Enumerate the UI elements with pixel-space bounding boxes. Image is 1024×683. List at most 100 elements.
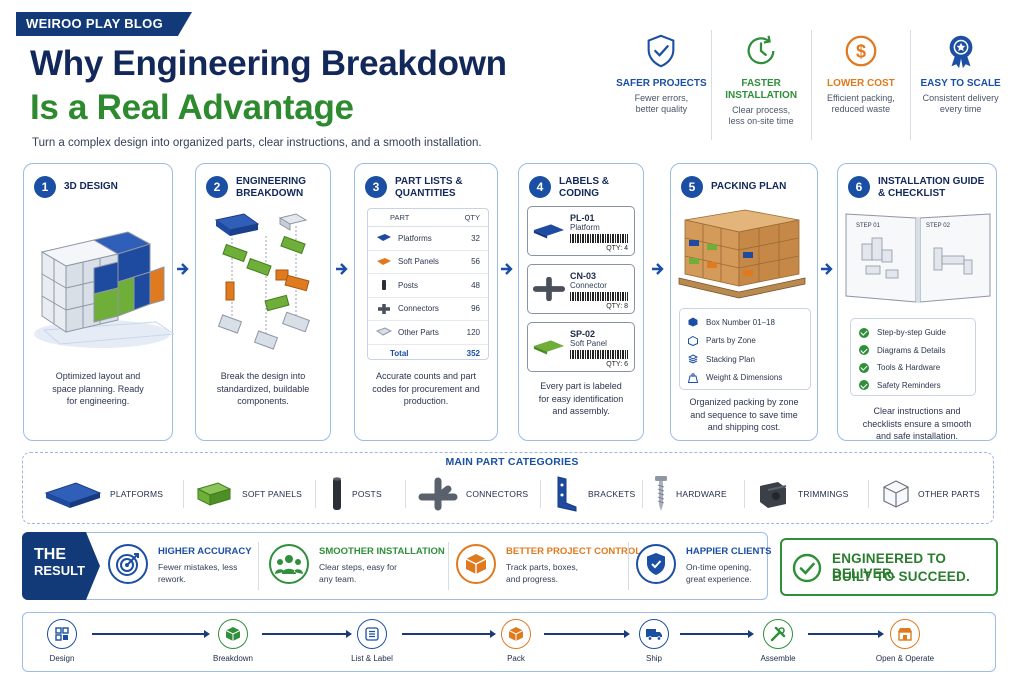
check-circle-icon	[859, 327, 869, 338]
category-trimmings: TRIMMINGS	[756, 474, 848, 514]
part-name: Connectors	[398, 304, 439, 314]
category-posts: POSTS	[330, 474, 382, 514]
list-item: Weight & Dimensions	[688, 369, 802, 388]
step-installation-guide: 6 INSTALLATION GUIDE & CHECKLIST STEP 01…	[837, 163, 997, 441]
cube-icon	[218, 619, 248, 649]
part-name: Posts	[398, 280, 419, 290]
bracket-icon	[557, 476, 577, 512]
tools-icon	[763, 619, 793, 649]
column-header-qty: QTY	[464, 213, 480, 222]
divider	[183, 480, 184, 508]
table-header: PART QTY	[368, 209, 488, 227]
step-number: 5	[681, 176, 703, 198]
result-desc: Clear steps, easy for any team.	[319, 562, 397, 584]
divider	[642, 480, 643, 508]
label-name: Platform	[570, 223, 600, 232]
post-icon	[382, 280, 386, 291]
result-tag: THE RESULT	[22, 532, 100, 600]
label-code: SP-02	[570, 329, 596, 339]
list-item: Safety Reminders	[859, 377, 967, 395]
dollar-coin-icon: $	[845, 35, 877, 67]
platform-icon	[533, 224, 565, 239]
list-item: Parts by Zone	[688, 332, 802, 351]
table-row: Connectors 96	[368, 298, 488, 321]
connector-icon	[378, 303, 390, 314]
open-manual-illustration	[845, 213, 991, 303]
divider	[405, 480, 406, 508]
check-circle-icon	[792, 553, 822, 583]
benefit-easy-to-scale: EASY TO SCALE Consistent delivery every …	[910, 30, 1010, 140]
result-tag-line2: RESULT	[34, 563, 86, 578]
result-tag-line1: THE	[34, 546, 66, 563]
step-packing-plan: 5 PACKING PLAN Box Number 01–18 Parts by…	[670, 163, 818, 441]
part-qty: 32	[471, 233, 480, 243]
part-qty: 120	[466, 327, 480, 337]
divider	[540, 480, 541, 508]
step-title: 3D DESIGN	[64, 181, 118, 192]
truck-icon	[639, 619, 669, 649]
benefit-title: LOWER COST	[826, 78, 895, 89]
flow-step-label: Design	[49, 654, 75, 663]
grid-icon	[47, 619, 77, 649]
connector-icon	[532, 277, 566, 301]
label-qty: QTY: 6	[606, 361, 628, 368]
step-title: INSTALLATION GUIDE & CHECKLIST	[878, 176, 985, 199]
barcode	[570, 292, 628, 301]
result-smoother-installation: SMOOTHER INSTALLATION Clear steps, easy …	[269, 540, 447, 592]
manual-page1-label: STEP 01	[856, 223, 880, 229]
slogan-line2: BUILT TO SUCCEED.	[832, 569, 970, 584]
total-value: 352	[466, 348, 480, 358]
divider	[628, 542, 629, 590]
result-title: BETTER PROJECT CONTROL	[506, 546, 642, 557]
label-qty: QTY: 8	[606, 303, 628, 310]
benefit-desc: Consistent delivery every time	[922, 93, 999, 114]
label-name: Soft Panel	[570, 339, 607, 348]
label-card: SP-02 Soft Panel QTY: 6	[527, 322, 635, 372]
page-title-line1: Why Engineering Breakdown	[30, 44, 507, 83]
packing-item-label: Parts by Zone	[706, 336, 756, 346]
page-subtitle: Turn a complex design into organized par…	[32, 137, 482, 149]
step-description: Organized packing by zone and sequence t…	[689, 397, 799, 432]
flow-step-label: List & Label	[351, 654, 393, 663]
weight-icon	[688, 373, 698, 383]
category-platforms: PLATFORMS	[44, 474, 163, 514]
team-icon	[269, 544, 309, 584]
installation-checklist: Step-by-step Guide Diagrams & Details To…	[850, 318, 976, 396]
check-circle-icon	[859, 362, 869, 373]
connector-icon	[418, 477, 458, 511]
step-number: 2	[206, 176, 228, 198]
benefit-faster-installation: FASTER INSTALLATION Clear process, less …	[710, 30, 811, 140]
flow-step-ship: Ship	[609, 619, 699, 663]
result-desc: Track parts, boxes, and progress.	[506, 562, 578, 584]
arrow-right-icon	[501, 263, 513, 275]
clock-refresh-icon	[747, 35, 775, 65]
step-labels-coding: 4 LABELS & CODING PL-01 Platform QTY: 4 …	[518, 163, 644, 441]
soft-panel-icon	[377, 257, 391, 265]
category-label: BRACKETS	[588, 489, 636, 499]
flow-step-pack: Pack	[471, 619, 561, 663]
layers-icon	[688, 354, 698, 364]
flow-step-list-label: List & Label	[327, 619, 417, 663]
benefit-title: FASTER INSTALLATION	[725, 78, 798, 101]
category-label: PLATFORMS	[110, 489, 164, 499]
label-card: PL-01 Platform QTY: 4	[527, 206, 635, 256]
list-item: Tools & Hardware	[859, 359, 967, 377]
screw-icon	[655, 476, 667, 511]
pallet-boxes-illustration	[678, 209, 806, 299]
benefit-safer-projects: SAFER PROJECTS Fewer errors, better qual…	[612, 30, 711, 140]
category-connectors: CONNECTORS	[418, 474, 528, 514]
award-ribbon-icon	[949, 35, 973, 69]
table-row: Posts 48	[368, 274, 488, 298]
result-happier-clients: HAPPIER CLIENTS On-time opening, great e…	[636, 540, 772, 592]
flow-connector	[92, 630, 210, 637]
checklist-item-label: Tools & Hardware	[877, 363, 941, 373]
category-soft-panels: SOFT PANELS	[194, 474, 302, 514]
part-qty: 48	[471, 280, 480, 290]
arrow-right-icon	[652, 263, 664, 275]
soft-panel-icon	[533, 340, 565, 355]
target-icon	[108, 544, 148, 584]
part-qty: 56	[471, 257, 480, 267]
divider	[448, 542, 449, 590]
packing-item-label: Stacking Plan	[706, 354, 755, 364]
step-number: 4	[529, 176, 551, 198]
